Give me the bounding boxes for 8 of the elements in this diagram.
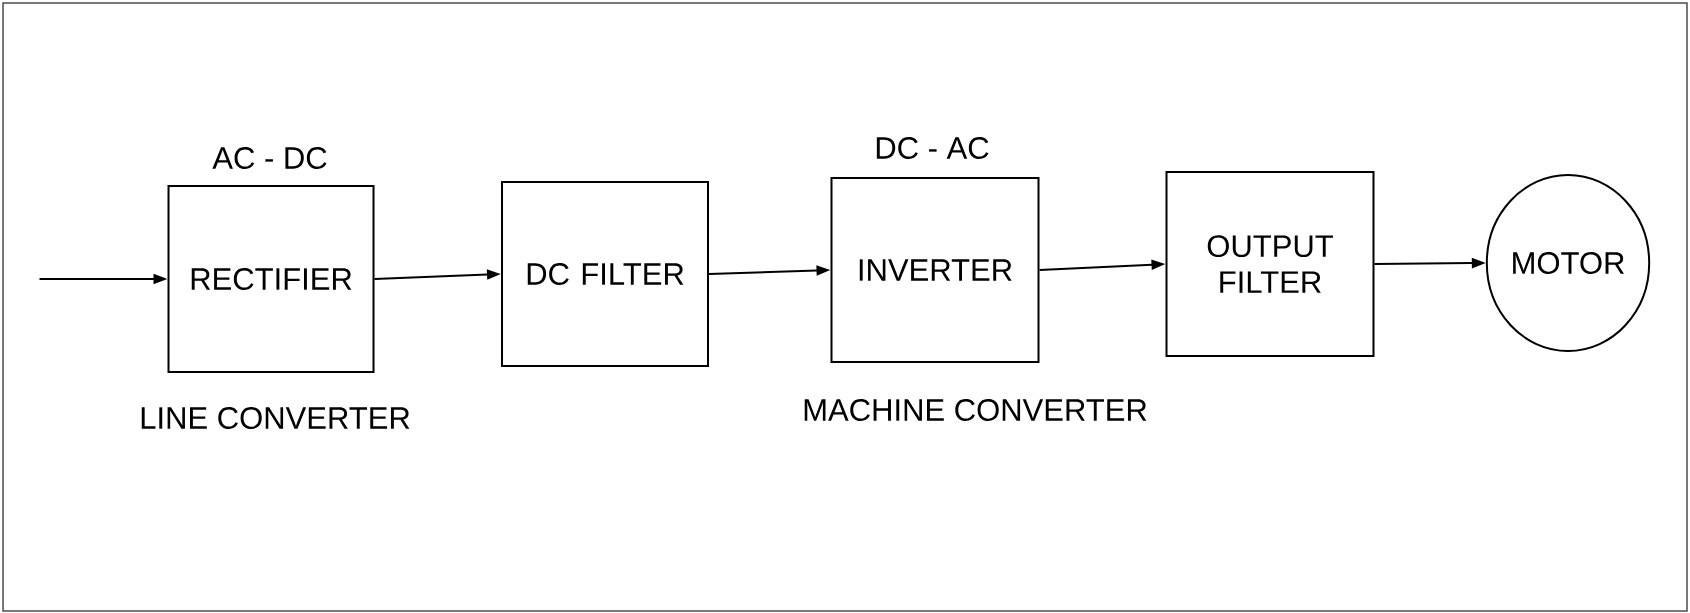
group-label: LINE CONVERTER <box>141 407 410 429</box>
process-box: DC FILTER <box>501 181 709 367</box>
block-caption: DC - AC <box>876 137 989 159</box>
group-label: MACHINE CONVERTER <box>804 399 1147 421</box>
process-box: OUTPUT FILTER <box>1165 171 1375 357</box>
block-caption: AC - DC <box>212 147 327 169</box>
process-box: INVERTER <box>830 177 1040 363</box>
process-box: RECTIFIER <box>167 185 375 373</box>
